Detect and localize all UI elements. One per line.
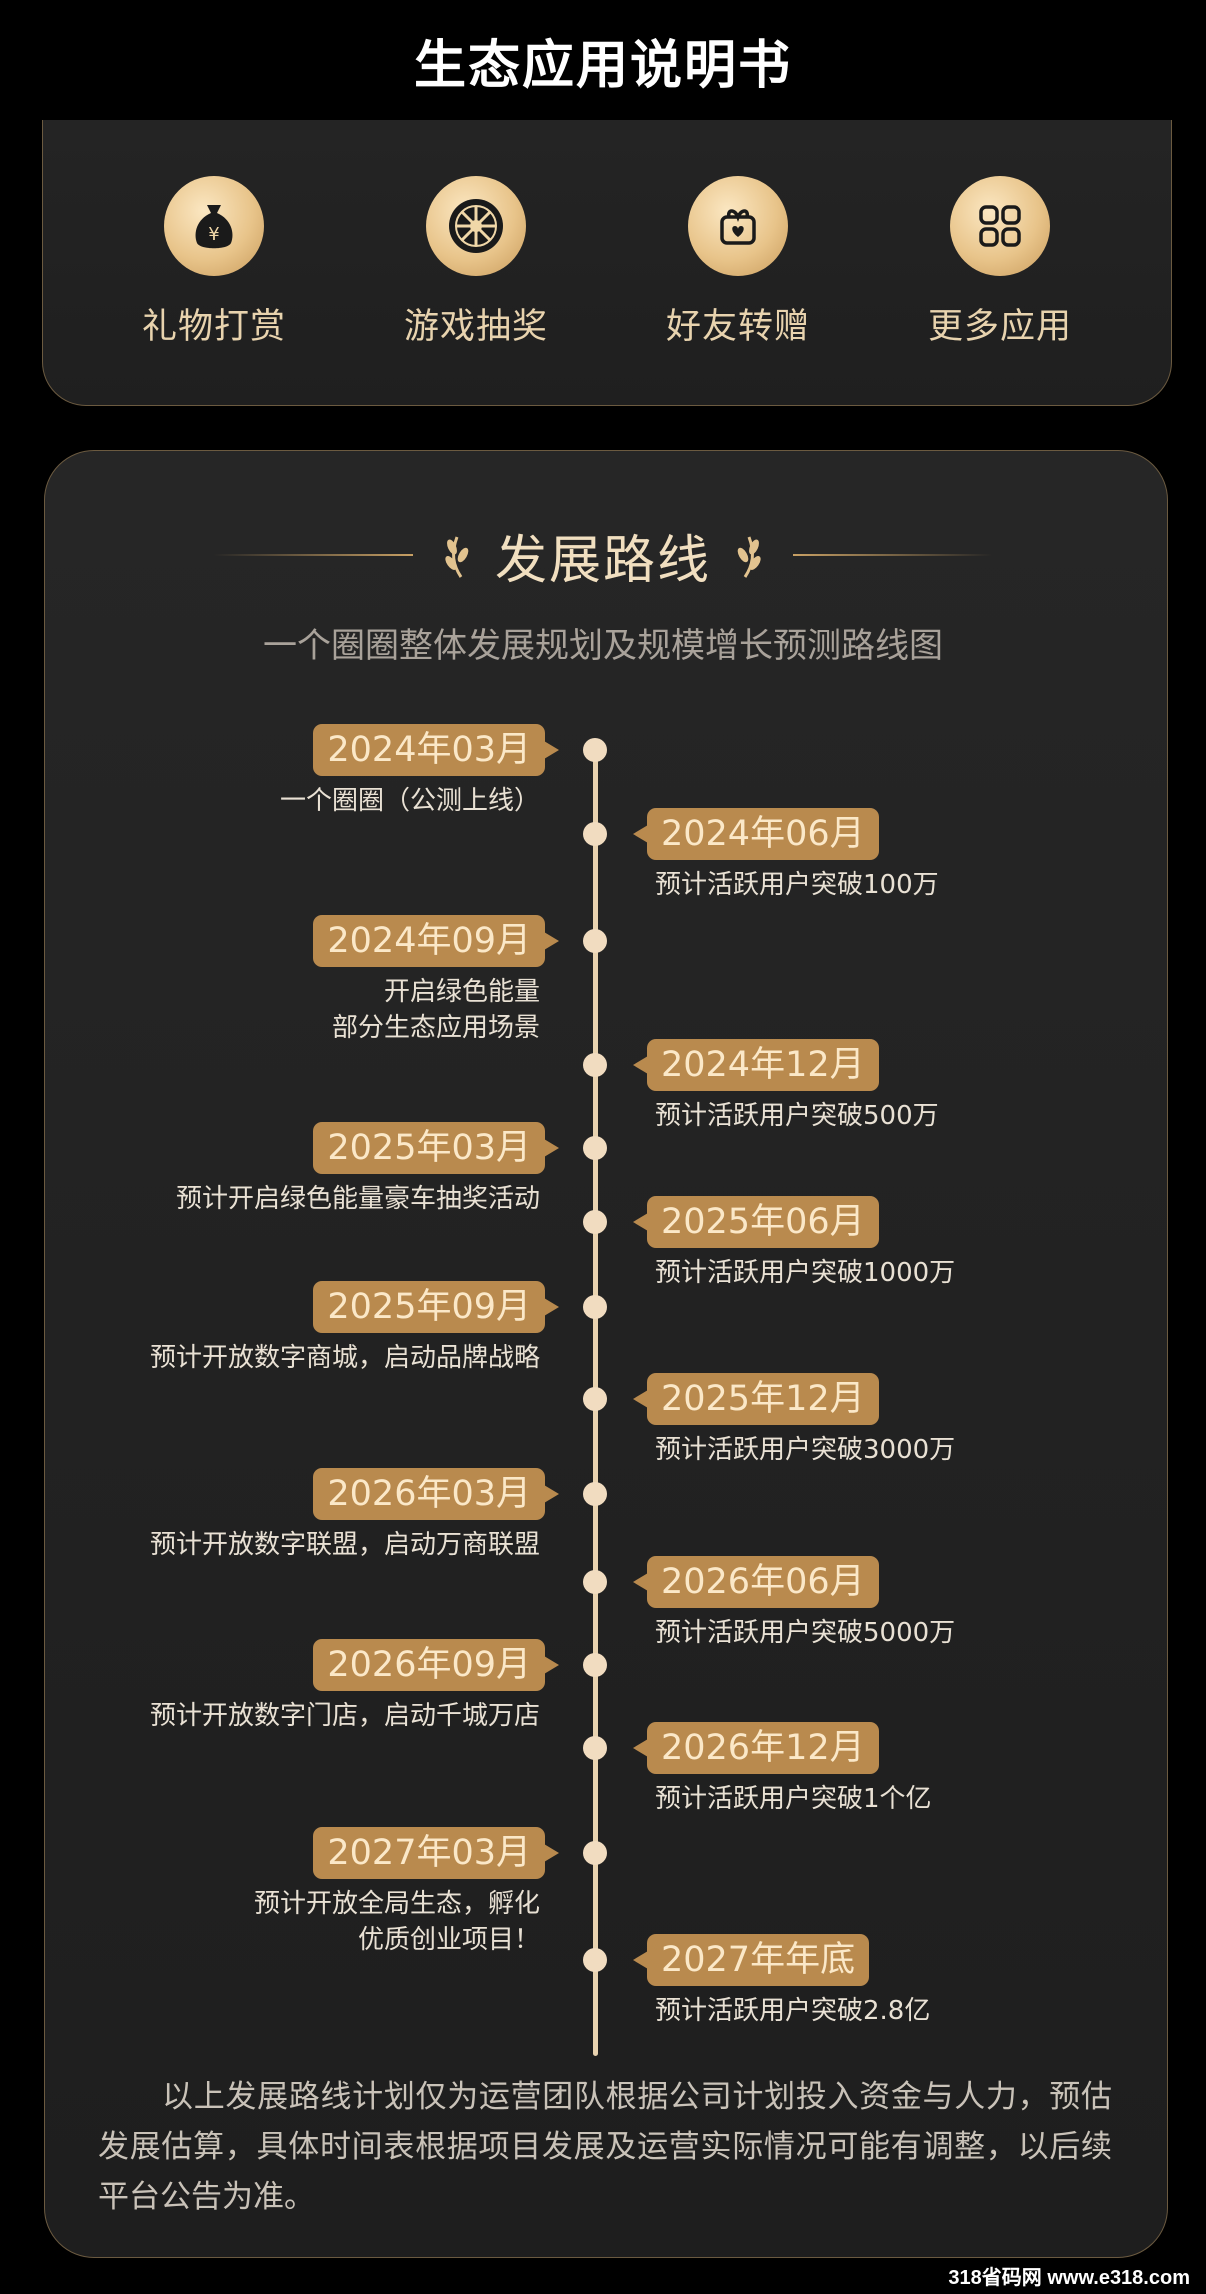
timeline-dot bbox=[583, 1295, 607, 1319]
milestone-description-line: 优质创业项目！ bbox=[357, 1925, 540, 1955]
timeline-dot bbox=[583, 1482, 607, 1506]
milestone-description-line: 开启绿色能量 bbox=[383, 977, 540, 1007]
app-game-lottery[interactable]: 游戏抽奖 bbox=[361, 176, 591, 349]
milestone-date: 2025年06月 bbox=[633, 1196, 879, 1248]
milestone-description: 一个圈圈（公测上线） bbox=[280, 783, 540, 819]
milestone-date: 2026年06月 bbox=[633, 1556, 879, 1608]
app-label: 更多应用 bbox=[927, 307, 1072, 347]
timeline-dot bbox=[583, 738, 607, 762]
milestone-date: 2024年09月 bbox=[313, 915, 559, 967]
milestone-date: 2026年03月 bbox=[313, 1468, 559, 1520]
milestone-description: 预计活跃用户突破2.8亿 bbox=[655, 1993, 930, 2029]
milestone-description: 预计活跃用户突破1个亿 bbox=[655, 1781, 932, 1817]
milestone-description-line: 预计开放数字门店，启动千城万店 bbox=[149, 1701, 540, 1731]
milestone-date: 2026年09月 bbox=[313, 1639, 559, 1691]
milestone-date: 2024年12月 bbox=[633, 1039, 879, 1091]
milestone-description-line: 预计活跃用户突破2.8亿 bbox=[655, 1996, 931, 2026]
milestone-description: 预计活跃用户突破1000万 bbox=[655, 1255, 955, 1291]
app-label: 礼物打赏 bbox=[141, 307, 286, 347]
grid-apps-icon bbox=[950, 176, 1050, 276]
roadmap-subtitle: 一个圈圈整体发展规划及规模增长预测路线图 bbox=[263, 626, 943, 666]
disclaimer-text: 以上发展路线计划仅为运营团队根据公司计划投入资金与人力，预估发展估算，具体时间表… bbox=[98, 2079, 1112, 2215]
milestone-description-line: 预计开放全局生态，孵化 bbox=[253, 1889, 540, 1919]
watermark: 318省码网 www.e318.com bbox=[948, 2267, 1190, 2289]
milestone-description-line: 预计开启绿色能量豪车抽奖活动 bbox=[175, 1184, 540, 1214]
milestone-date: 2025年12月 bbox=[633, 1373, 879, 1425]
app-friend-transfer[interactable]: 好友转赠 bbox=[623, 176, 853, 349]
milestone-description: 预计活跃用户突破3000万 bbox=[655, 1432, 955, 1468]
milestone-description-line: 预计开放数字联盟，启动万商联盟 bbox=[149, 1530, 540, 1560]
wheat-right-icon bbox=[737, 536, 761, 578]
milestone-description: 开启绿色能量部分生态应用场景 bbox=[332, 974, 540, 1046]
milestone-description-line: 一个圈圈（公测上线） bbox=[279, 786, 540, 816]
app-label: 游戏抽奖 bbox=[403, 307, 548, 347]
milestone-description-line: 部分生态应用场景 bbox=[331, 1013, 540, 1043]
milestone-description-line: 预计活跃用户突破1000万 bbox=[655, 1258, 956, 1288]
milestone-date: 2027年03月 bbox=[313, 1827, 559, 1879]
app-more[interactable]: 更多应用 bbox=[885, 176, 1115, 349]
timeline-dot bbox=[583, 1570, 607, 1594]
milestone-description-line: 预计活跃用户突破100万 bbox=[655, 870, 939, 900]
timeline-dot bbox=[583, 1736, 607, 1760]
timeline-dot bbox=[583, 1136, 607, 1160]
milestone-description: 预计活跃用户突破500万 bbox=[655, 1098, 939, 1134]
milestone-description-line: 预计活跃用户突破500万 bbox=[655, 1101, 939, 1131]
divider-line bbox=[212, 554, 413, 556]
svg-text:¥: ¥ bbox=[208, 224, 219, 245]
divider-line bbox=[793, 554, 993, 556]
milestone-description: 预计开放数字商城，启动品牌战略 bbox=[150, 1340, 540, 1376]
timeline-dot bbox=[583, 1841, 607, 1865]
timeline-dot bbox=[583, 822, 607, 846]
milestone-date: 2024年03月 bbox=[313, 724, 559, 776]
timeline-dot bbox=[583, 1948, 607, 1972]
milestone-date: 2025年09月 bbox=[313, 1281, 559, 1333]
milestone-description-line: 预计活跃用户突破3000万 bbox=[655, 1435, 956, 1465]
timeline-dot bbox=[583, 1653, 607, 1677]
roadmap-title: 发展路线 bbox=[494, 530, 711, 591]
milestone-description: 预计开启绿色能量豪车抽奖活动 bbox=[176, 1181, 540, 1217]
apps-panel: ¥ 礼物打赏 游戏抽奖 好友转赠 bbox=[42, 120, 1172, 406]
milestone-date: 2024年06月 bbox=[633, 808, 879, 860]
milestone-date: 2026年12月 bbox=[633, 1722, 879, 1774]
milestone-date: 2025年03月 bbox=[313, 1122, 559, 1174]
milestone-description-line: 预计开放数字商城，启动品牌战略 bbox=[149, 1343, 540, 1373]
milestone-description-line: 预计活跃用户突破5000万 bbox=[655, 1618, 956, 1648]
timeline-dot bbox=[583, 1387, 607, 1411]
timeline-dot bbox=[583, 1210, 607, 1234]
wheel-icon bbox=[426, 176, 526, 276]
app-gift-reward[interactable]: ¥ 礼物打赏 bbox=[99, 176, 329, 349]
milestone-description: 预计开放全局生态，孵化优质创业项目！ bbox=[254, 1886, 540, 1958]
milestone-description: 预计开放数字联盟，启动万商联盟 bbox=[150, 1527, 540, 1563]
milestone-description: 预计活跃用户突破100万 bbox=[655, 867, 939, 903]
app-label: 好友转赠 bbox=[665, 307, 810, 347]
money-bag-icon: ¥ bbox=[164, 176, 264, 276]
roadmap-heading: 发展路线 bbox=[0, 520, 1206, 591]
milestone-description-line: 预计活跃用户突破1个亿 bbox=[655, 1784, 932, 1814]
timeline-dot bbox=[583, 929, 607, 953]
milestone-description: 预计开放数字门店，启动千城万店 bbox=[150, 1698, 540, 1734]
gift-box-heart-icon bbox=[688, 176, 788, 276]
milestone-date: 2027年年底 bbox=[632, 1934, 870, 1986]
timeline-dot bbox=[583, 1053, 607, 1077]
milestone-description: 预计活跃用户突破5000万 bbox=[655, 1615, 955, 1651]
wheat-left-icon bbox=[445, 536, 469, 578]
page-title: 生态应用说明书 bbox=[413, 35, 792, 96]
